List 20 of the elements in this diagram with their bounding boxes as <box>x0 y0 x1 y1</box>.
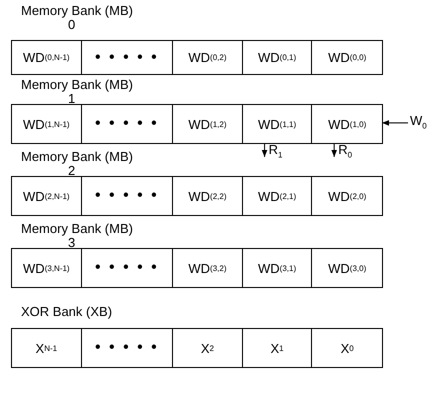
bank-title: Memory Bank (MB) <box>21 4 133 18</box>
bank-title: XOR Bank (XB) <box>21 305 112 319</box>
arrow <box>382 120 408 126</box>
bank-title: Memory Bank (MB) <box>21 150 133 164</box>
bank-title: Memory Bank (MB) <box>21 222 133 236</box>
arrow <box>262 142 268 158</box>
bank-number: 2 <box>68 164 76 177</box>
bank-number: 0 <box>68 18 76 31</box>
signal-label: W$_{0}$ <box>410 113 427 131</box>
bank-number: 1 <box>68 92 76 105</box>
bank-title: Memory Bank (MB) <box>21 78 133 92</box>
ellipsis-cell: • • • • • <box>82 329 174 367</box>
ellipsis-cell: • • • • • <box>82 249 174 287</box>
ellipsis-cell: • • • • • <box>82 105 174 143</box>
arrow <box>331 142 337 158</box>
bank-number: 3 <box>68 236 76 249</box>
edge-label: R$_{0}$ <box>338 142 352 160</box>
ellipsis-cell: • • • • • <box>82 177 174 215</box>
ellipsis-cell: • • • • • <box>82 41 174 74</box>
edge-label: R$_{1}$ <box>268 142 282 160</box>
